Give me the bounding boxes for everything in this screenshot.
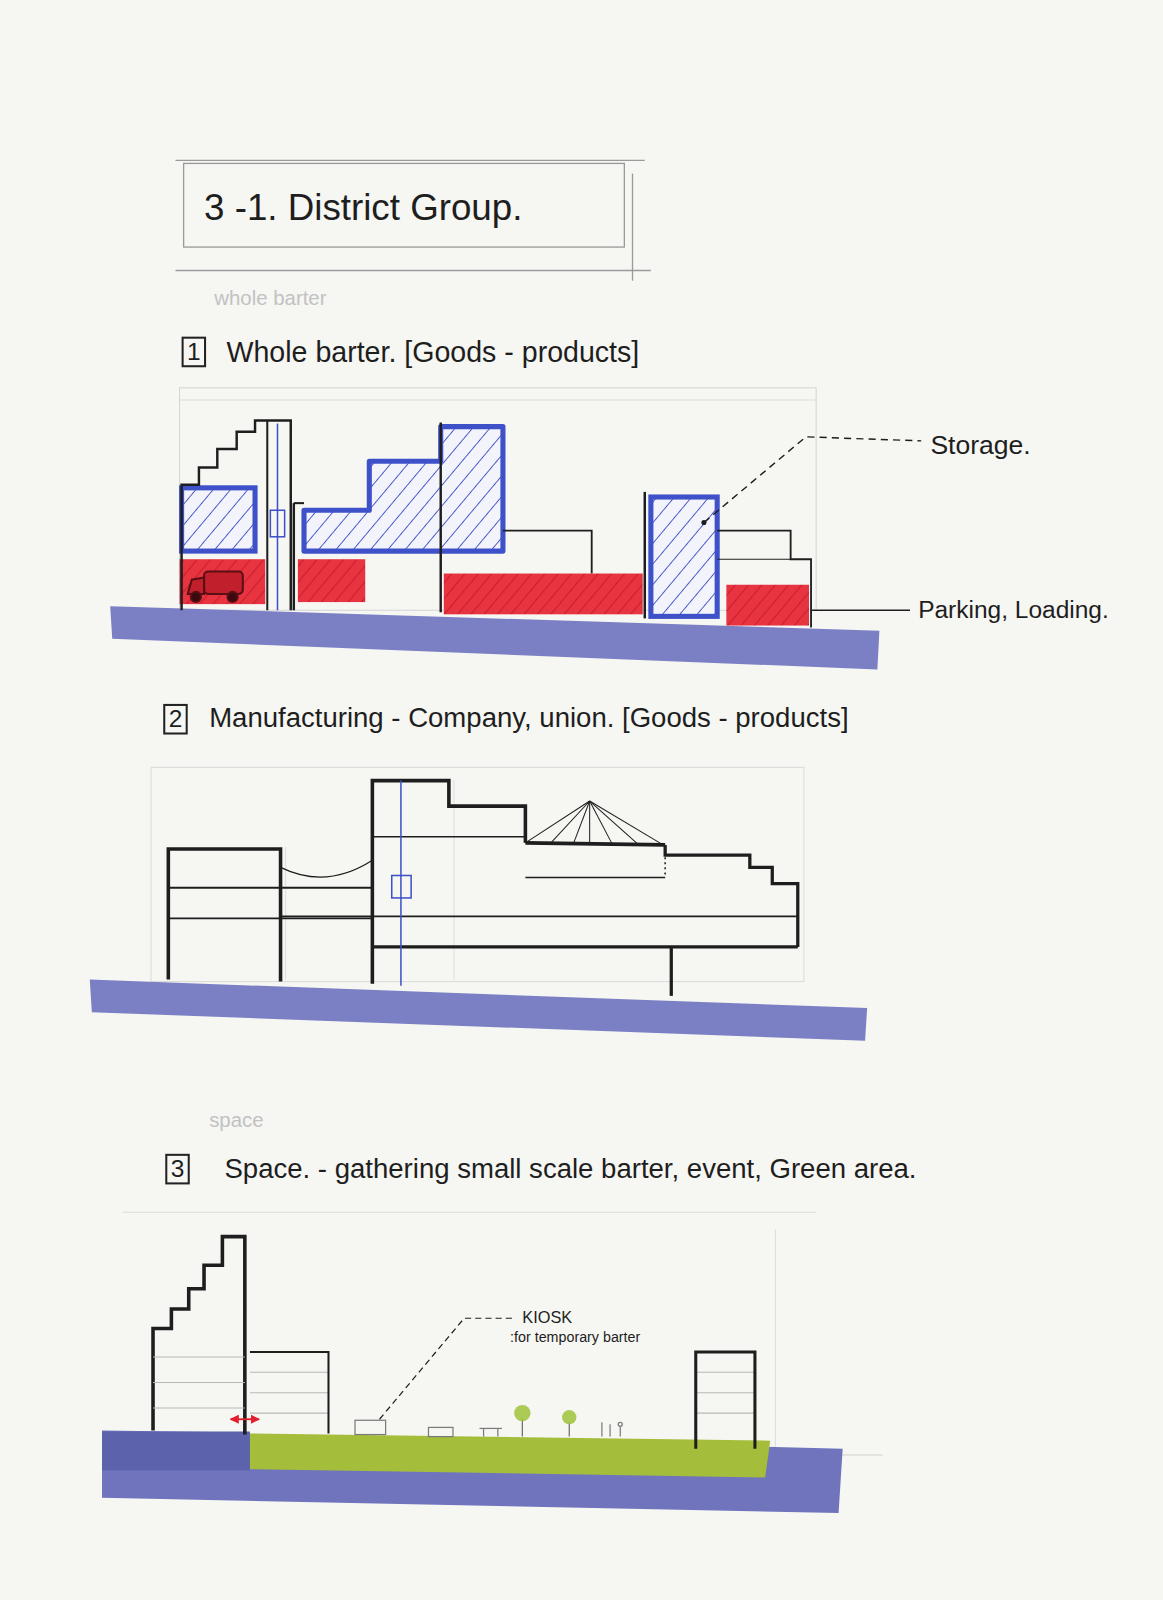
pencil-note: space [209, 1109, 263, 1131]
section-whole-barter [110, 388, 921, 670]
building-outline [503, 531, 592, 574]
title-box [184, 163, 625, 247]
building-outline [293, 503, 295, 610]
building-outline [250, 1352, 329, 1434]
elevator-car [392, 875, 411, 897]
storage-block [304, 427, 503, 551]
building-outline [153, 1237, 245, 1435]
parking-block [180, 559, 266, 604]
title-text-box: 3 -1. District Group. [204, 186, 522, 230]
callout-note-box: :for temporary barter [510, 1328, 640, 1345]
section-number: 3 [171, 1157, 185, 1181]
leader-line [704, 437, 921, 523]
frame-line [175, 160, 644, 161]
number-box: 3 [165, 1154, 189, 1185]
pencil-note-box: space [209, 1108, 263, 1132]
section-space [102, 1212, 882, 1513]
section-heading: Space. - gathering small scale barter, e… [224, 1154, 916, 1185]
title: 3 -1. District Group. [204, 187, 522, 229]
green-area [250, 1434, 770, 1478]
section-manufacturing [90, 767, 867, 1040]
pencil-frame [151, 767, 804, 981]
callout-note: :for temporary barter [510, 1328, 640, 1344]
ground-band [102, 1430, 843, 1513]
title-frame [175, 160, 650, 280]
pencil-line [453, 781, 454, 980]
building-outline [439, 423, 441, 613]
callout-label-box: Parking, Loading. [918, 596, 1109, 625]
core-line [266, 420, 268, 610]
leader-line [812, 609, 910, 611]
parking-block [298, 559, 365, 602]
elevator-line [277, 424, 279, 611]
pencil-line [180, 400, 817, 401]
building-outline [182, 420, 291, 610]
parking-block [726, 585, 809, 626]
tent-roof [525, 801, 663, 845]
floor-line [717, 559, 790, 560]
pencil-line [122, 1212, 816, 1213]
leader-line [380, 1318, 515, 1419]
storage-block [182, 488, 255, 551]
callout-label-box: KIOSK [522, 1308, 572, 1328]
pencil-note: whole barter [214, 287, 326, 309]
section-number: 2 [169, 707, 183, 731]
tree-sketch [514, 1405, 576, 1437]
number-box: 1 [182, 337, 206, 368]
callout-label-box: Storage. [930, 429, 1030, 461]
elevator-line [400, 781, 402, 986]
number-box: 2 [163, 704, 187, 735]
callout-label: Parking, Loading. [918, 596, 1109, 624]
elevator-car [270, 510, 284, 537]
building-outline [696, 1352, 755, 1449]
section-heading-box: Manufacturing - Company, union. [Goods -… [209, 702, 848, 735]
truck-icon [188, 571, 243, 602]
building-outline [644, 492, 646, 619]
section-number: 1 [187, 340, 201, 364]
section-heading: Manufacturing - Company, union. [Goods -… [209, 703, 848, 734]
building-outline [717, 531, 811, 628]
frame-line [175, 270, 650, 271]
setback-arrow [231, 1418, 260, 1420]
callout-label: Storage. [930, 429, 1030, 460]
frame-line [632, 174, 633, 281]
section-heading: Whole barter. [Goods - products] [226, 337, 639, 369]
pencil-line [775, 1229, 776, 1453]
callout-label: KIOSK [522, 1309, 572, 1326]
section-heading-box: Whole barter. [Goods - products] [226, 336, 639, 370]
storage-block [651, 497, 717, 616]
kiosk-sketch [355, 1420, 622, 1436]
parking-block [444, 574, 643, 615]
section-heading-box: Space. - gathering small scale barter, e… [224, 1153, 916, 1186]
factory-outline [168, 781, 797, 996]
ground-band [102, 1431, 250, 1470]
pencil-note-box: whole barter [214, 286, 326, 310]
building-outline [294, 502, 304, 504]
floor-lines [153, 1357, 755, 1413]
ground-band [90, 980, 867, 1041]
pencil-line [285, 847, 286, 980]
